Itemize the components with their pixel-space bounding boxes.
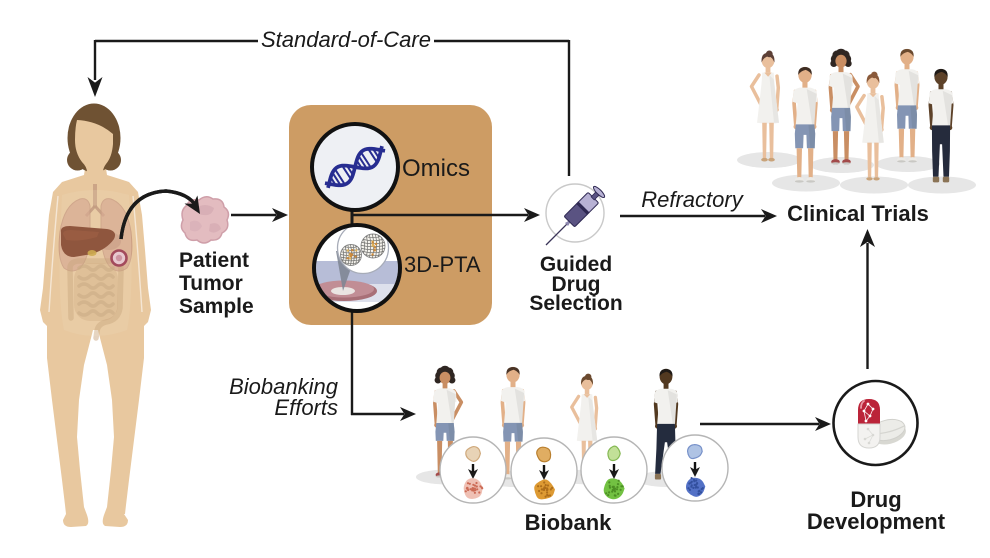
svg-text:Omics: Omics (402, 155, 470, 182)
svg-text:Sample: Sample (179, 295, 254, 318)
svg-text:Standard-of-Care: Standard-of-Care (261, 27, 431, 52)
svg-text:3D-PTA: 3D-PTA (404, 252, 481, 277)
svg-text:Tumor: Tumor (179, 272, 243, 295)
svg-text:Patient: Patient (179, 249, 249, 272)
svg-text:Drug: Drug (850, 487, 901, 512)
svg-text:Guided: Guided (540, 253, 612, 276)
svg-text:Efforts: Efforts (274, 395, 338, 420)
svg-text:Biobanking: Biobanking (229, 374, 339, 399)
svg-text:Development: Development (807, 509, 946, 534)
svg-text:Refractory: Refractory (641, 187, 744, 212)
svg-text:Selection: Selection (529, 292, 622, 315)
svg-text:Clinical Trials: Clinical Trials (787, 201, 929, 226)
svg-text:Biobank: Biobank (525, 510, 613, 535)
svg-text:Drug: Drug (552, 273, 601, 296)
